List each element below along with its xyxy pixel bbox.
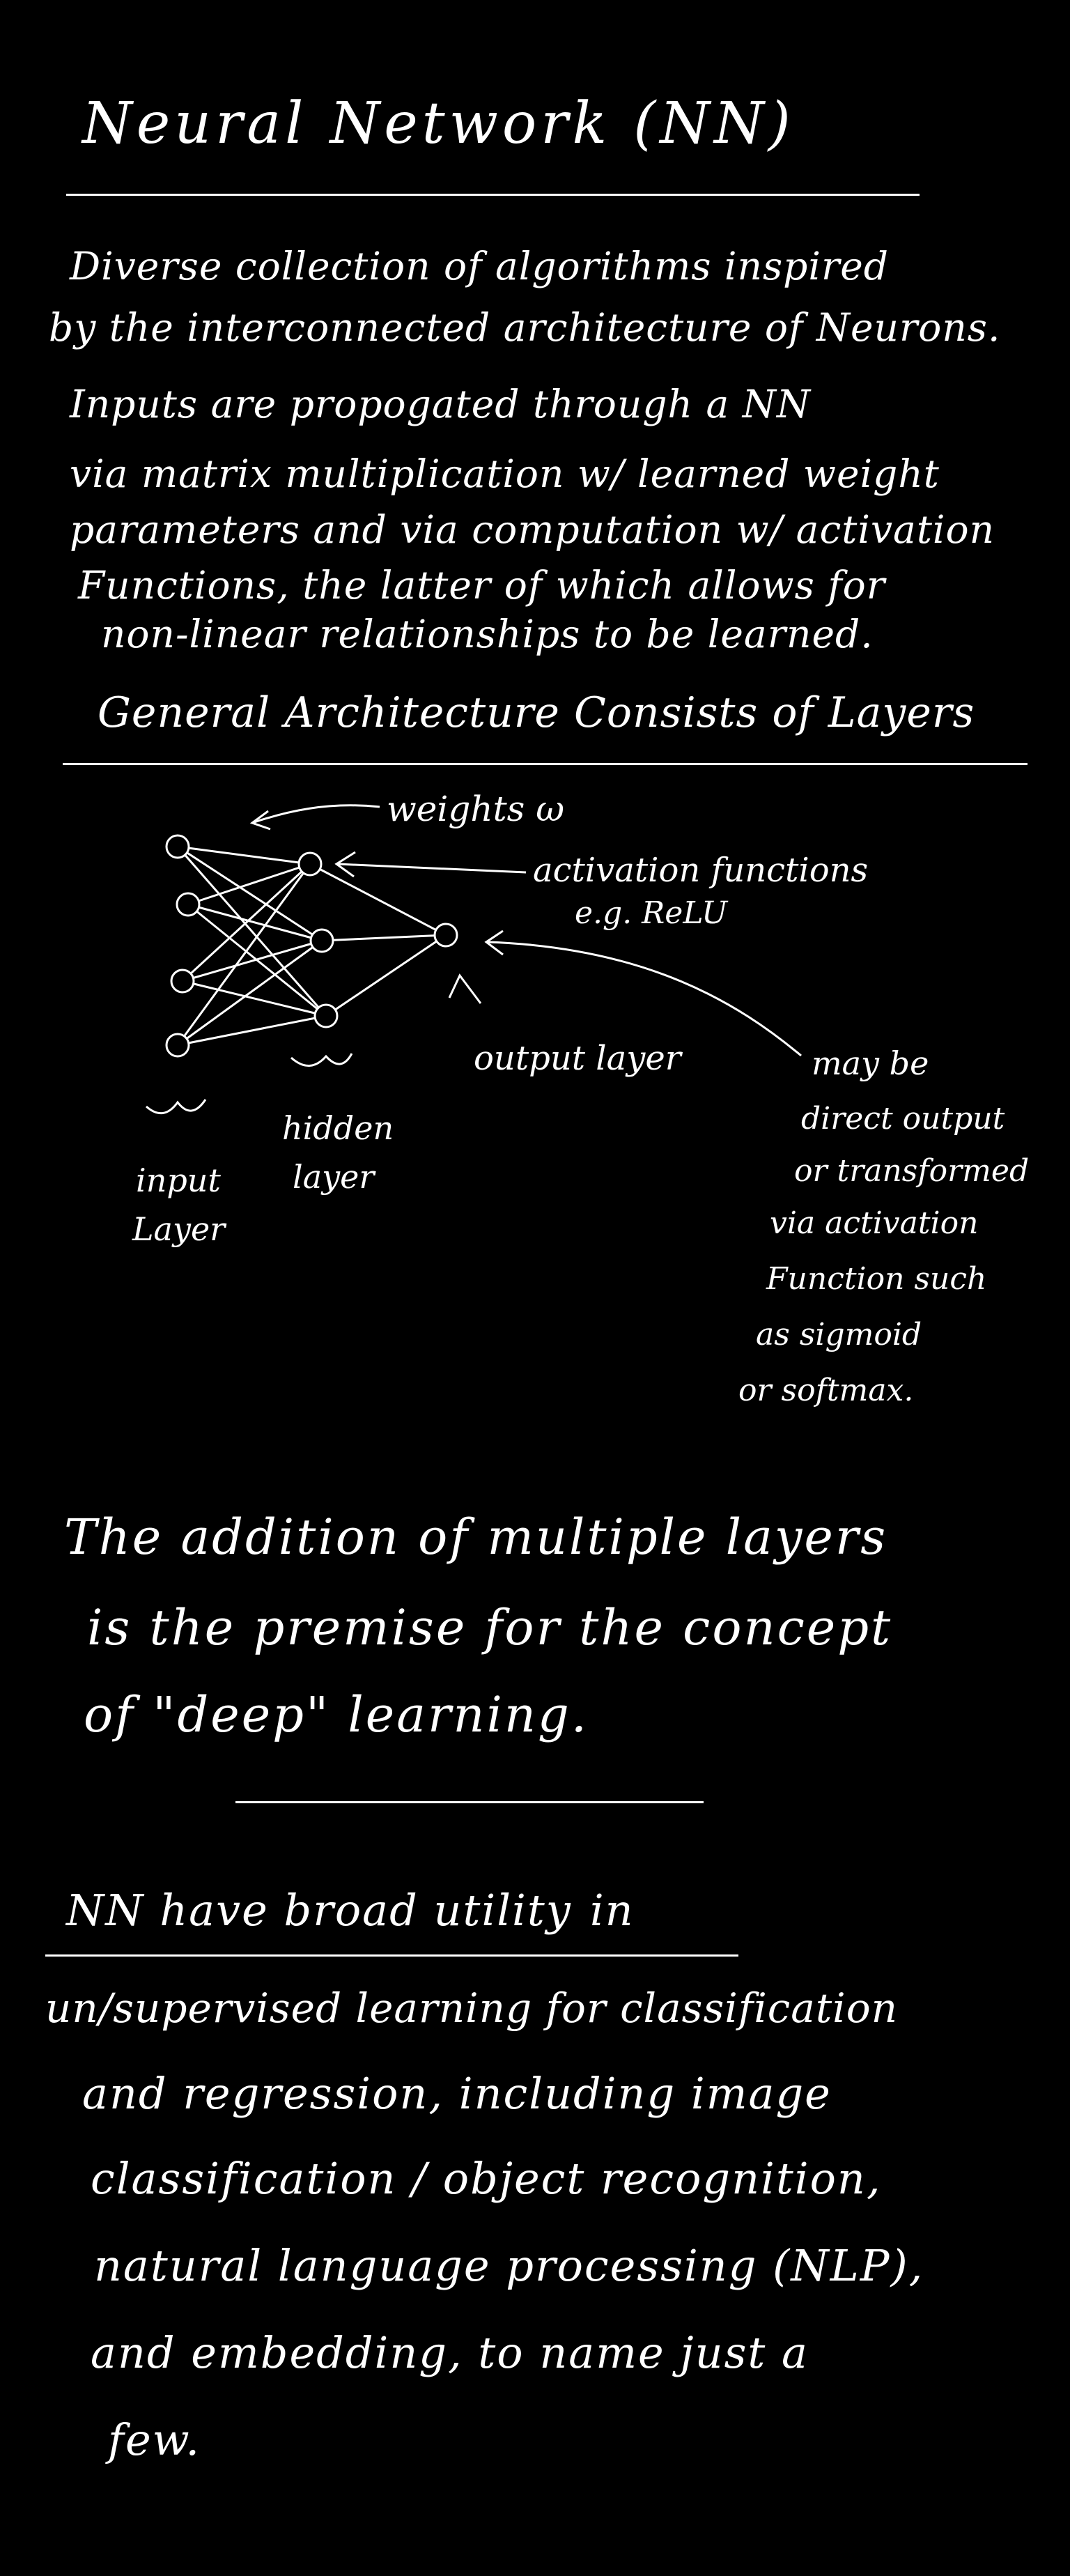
intro-line-3: Inputs are propogated through a NN — [70, 382, 811, 426]
utility-line-2: and regression, including image — [82, 2068, 832, 2119]
output-note-line-5: Function such — [766, 1261, 986, 1297]
activation-arrow — [337, 863, 527, 874]
connection-hidden-3-output — [325, 934, 447, 1017]
hidden-node-2 — [309, 928, 334, 953]
intro-line-1: Diverse collection of algorithms inspire… — [70, 244, 890, 288]
connection-hidden-2-output — [321, 934, 447, 942]
hidden-node-1 — [297, 851, 323, 877]
deep-learning-term: deep" learning — [177, 1686, 571, 1743]
utility-line-4: natural language processing (NLP), — [94, 2240, 924, 2291]
output-note-line-4: via activation — [770, 1205, 978, 1241]
utility-heading: NN have broad utility in — [66, 1885, 635, 1936]
output-note-line-2: direct output — [801, 1101, 1005, 1136]
connection-input-1-hidden-3 — [176, 846, 327, 1017]
weights-arrow — [254, 804, 380, 824]
output-note-arrow — [487, 941, 802, 1057]
intro-line-6: Functions, the latter of which allows fo… — [78, 563, 886, 608]
title-underline — [66, 194, 920, 196]
utility-line-6: few. — [108, 2414, 201, 2465]
input-layer-brace — [146, 1099, 207, 1114]
utility-heading-suffix: in — [589, 1885, 635, 1936]
utility-line-1: un/supervised learning for classificatio… — [45, 1984, 898, 2032]
neural-network-diagram: weights ω activation functions e.g. ReLU… — [132, 789, 1029, 1408]
deep-line-3-prefix: of " — [84, 1686, 178, 1743]
input-node-1 — [165, 834, 190, 859]
deep-learning-underline — [235, 1801, 704, 1803]
connection-input-2-hidden-1 — [187, 863, 311, 906]
output-note-arrowhead — [484, 930, 504, 956]
output-layer-label: output layer — [474, 1039, 683, 1078]
connection-input-4-hidden-3 — [177, 1015, 327, 1047]
input-layer-label-2: Layer — [132, 1210, 227, 1248]
utility-heading-main: NN have broad utility — [66, 1885, 572, 1936]
connection-input-4-hidden-1 — [176, 863, 311, 1046]
utility-line-3: classification / object recognition, — [91, 2153, 882, 2204]
connection-input-1-hidden-1 — [177, 845, 311, 865]
hidden-layer-label-1: hidden — [282, 1109, 394, 1147]
intro-line-7: non-linear relationships to be learned. — [101, 612, 874, 656]
hidden-node-3 — [313, 1003, 339, 1028]
utility-underline — [45, 1954, 738, 1957]
deep-line-1: The addition of multiple layers — [64, 1509, 888, 1566]
deep-line-3-suffix: . — [571, 1686, 589, 1743]
deep-line-2: is the premise for the concept — [87, 1599, 893, 1656]
connection-input-3-hidden-1 — [181, 863, 311, 982]
weights-label: weights ω — [387, 789, 564, 829]
intro-line-4: via matrix multiplication w/ learned wei… — [70, 452, 940, 496]
activation-label: activation functions — [533, 851, 868, 890]
utility-line-5: and embedding, to name just a — [91, 2327, 809, 2378]
deep-line-3: of "deep" learning. — [84, 1686, 589, 1743]
connection-input-2-hidden-2 — [187, 903, 323, 942]
output-note-line-1: may be — [812, 1044, 929, 1082]
activation-example: e.g. ReLU — [575, 895, 729, 931]
output-note-line-3: or transformed — [794, 1153, 1029, 1189]
output-note-line-6: as sigmoid — [756, 1317, 922, 1352]
connection-hidden-1-output — [309, 863, 447, 936]
connection-input-3-hidden-3 — [182, 980, 327, 1017]
connection-input-1-hidden-2 — [177, 845, 323, 942]
input-node-3 — [170, 969, 195, 994]
architecture-heading: General Architecture Consists of Layers — [98, 688, 975, 737]
network-nodes — [165, 834, 458, 1058]
input-node-4 — [165, 1033, 190, 1058]
network-connections — [176, 845, 447, 1047]
connection-input-3-hidden-2 — [182, 939, 323, 982]
input-node-2 — [176, 892, 201, 917]
activation-arrowhead — [334, 851, 356, 878]
intro-line-2: by the interconnected architecture of Ne… — [49, 305, 1001, 350]
architecture-underline — [63, 763, 1028, 765]
output-layer-arrow — [448, 973, 482, 1004]
output-note-line-7: or softmax. — [738, 1373, 913, 1408]
intro-line-5: parameters and via computation w/ activa… — [70, 507, 995, 552]
weights-arrowhead — [249, 810, 271, 831]
page-title: Neural Network (NN) — [82, 91, 795, 157]
hidden-layer-label-2: layer — [293, 1158, 376, 1196]
output-node — [433, 923, 458, 948]
hidden-layer-brace — [290, 1053, 353, 1067]
input-layer-label-1: input — [136, 1162, 221, 1199]
connection-input-4-hidden-2 — [177, 939, 323, 1047]
